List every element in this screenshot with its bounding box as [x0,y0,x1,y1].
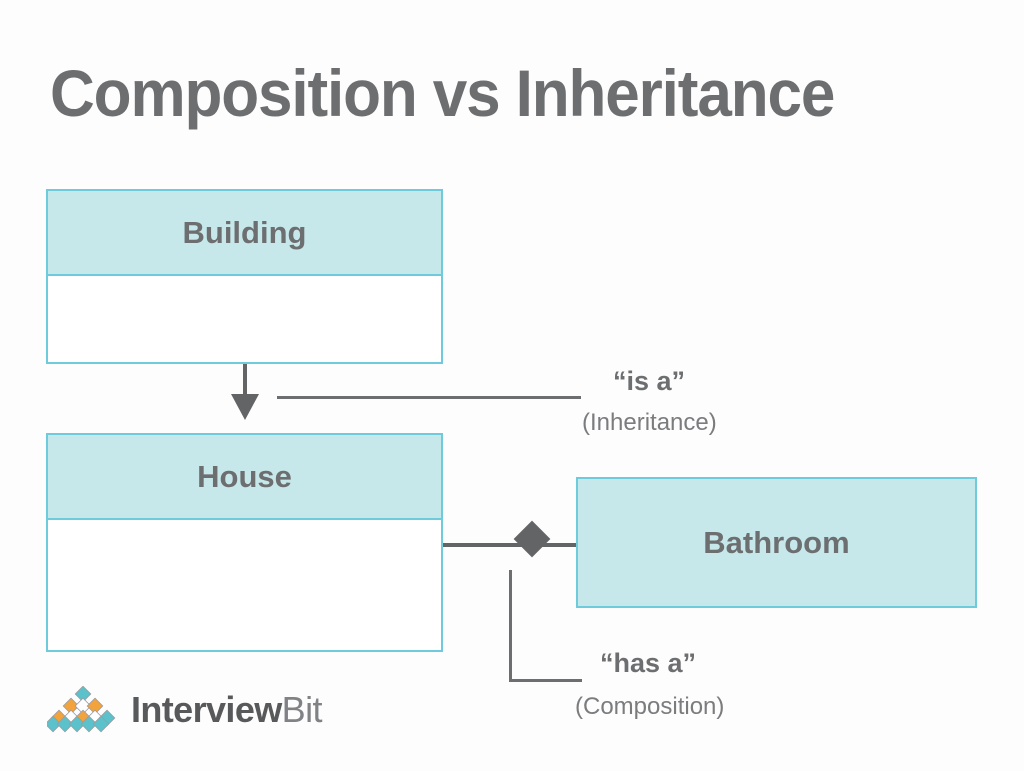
uml-class-building[interactable]: Building [46,189,443,364]
composition-label-leader-horizontal [509,679,582,682]
uml-class-bathroom-name: Bathroom [703,524,850,560]
interviewbit-diamond-pyramid-icon [47,686,116,733]
inheritance-sublabel: (Inheritance) [582,409,717,436]
page-title: Composition vs Inheritance [50,56,835,130]
logo-word-bit: Bit [281,689,323,730]
inheritance-label: “is a” [613,366,686,396]
composition-connector-left [443,543,543,547]
logo-word-interview: Interview [131,689,282,730]
uml-class-house[interactable]: House [46,433,443,652]
composition-connector-right [537,543,578,547]
composition-label-leader-vertical [509,570,512,682]
inheritance-label-leader-line [277,396,581,399]
uml-class-house-name: House [48,435,441,520]
composition-sublabel: (Composition) [575,693,725,720]
inheritance-connector-stem [243,364,247,396]
composition-label: “has a” [600,648,697,678]
uml-class-building-members [48,276,441,362]
composition-diamond-icon [513,520,551,558]
interviewbit-logo[interactable]: InterviewBit [47,686,322,742]
interviewbit-wordmark: InterviewBit [131,690,322,730]
inheritance-arrowhead-icon [231,394,259,420]
uml-class-building-name: Building [48,191,441,276]
uml-class-house-members [48,520,441,650]
uml-class-bathroom[interactable]: Bathroom [576,477,977,608]
